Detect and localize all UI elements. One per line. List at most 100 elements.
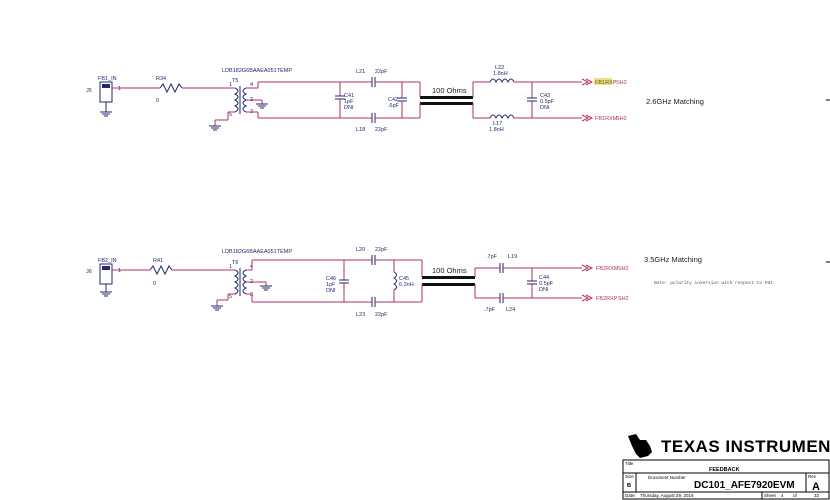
t5-part: LDB182G6BAAEA051TEMP — [222, 68, 292, 74]
l22-val: 1.8nH — [493, 71, 508, 77]
top-section: J5 FB1_IN 1 R34 0 LDB182G6BAAEA051TEMP T… — [86, 65, 704, 133]
size-label: Size — [625, 474, 634, 479]
j6-ref: J6 — [86, 269, 92, 275]
title-label: Title — [625, 461, 634, 466]
date-value: Thursday, August 29, 2019 — [640, 493, 694, 498]
t6-secondary-coil — [242, 269, 248, 295]
fb2-in-name: FB2_IN — [98, 258, 117, 264]
t5-pin4: 4 — [250, 82, 253, 88]
l17-val: 1.8nH — [489, 127, 504, 133]
j5-ref: J5 — [86, 88, 92, 94]
tline-top-bar1 — [420, 96, 473, 99]
l18-ref: L18 — [356, 127, 365, 133]
title-block-frame — [622, 459, 830, 500]
net-fb1rxp: FB1RXP — [595, 80, 617, 86]
c45-ref: C45 — [399, 276, 409, 282]
net-fb2rxm-sheet: SH2 — [618, 266, 629, 272]
t5-ref: T5 — [232, 78, 238, 84]
l19-val: .7pF — [486, 254, 498, 260]
c42-val: .6pF — [388, 103, 400, 109]
j6-connector-pin-fill — [102, 266, 110, 270]
date-label: Date: — [625, 493, 636, 498]
r34-ref: R34 — [156, 76, 166, 82]
sheet-number: 4 — [781, 493, 784, 498]
l20-val: 22pF — [375, 247, 388, 253]
c44-note: DNI — [539, 287, 549, 293]
fb1-in-name: FB1_IN — [98, 76, 117, 82]
t5-secondary-coil — [242, 87, 248, 113]
tline-bottom-bar1 — [422, 276, 475, 279]
section-title-3p5ghz: 3.5GHz Matching — [644, 255, 702, 264]
of-label: of — [793, 493, 798, 498]
company-name: TEXAS INSTRUMENTS — [661, 437, 830, 456]
docnum-value: DC101_AFE7920EVM — [694, 480, 795, 491]
c41-ref: C41 — [344, 93, 354, 99]
net-fb2rxm: FB2RXM — [596, 266, 619, 272]
r41-val: 0 — [153, 281, 156, 287]
r41-ref: R41 — [153, 258, 163, 264]
tline-top-label: 100 Ohms — [432, 86, 467, 95]
t5-pin5: 5 — [229, 112, 232, 118]
l23-val: 22pF — [375, 312, 388, 318]
l22-inductor — [489, 78, 515, 84]
l19-ref: L19 — [508, 254, 517, 260]
c41-note: DNI — [344, 105, 354, 111]
sheet-title: FEEDBACK — [709, 467, 740, 473]
ti-logo-icon — [628, 434, 652, 458]
l21-ref: L21 — [356, 69, 365, 75]
c43-ref: C43 — [540, 93, 550, 99]
l24-val: .7pF — [484, 307, 496, 313]
l21-val: 22pF — [375, 69, 388, 75]
c46-val: 1pF — [326, 282, 336, 288]
rev-value: A — [812, 481, 820, 493]
r34-resistor — [159, 82, 183, 94]
c42-ref: C42 — [388, 97, 398, 103]
polarity-note: Note: polarity inversion with respect to… — [654, 280, 773, 286]
fb1rxp-highlight — [594, 78, 612, 85]
t6-primary-coil — [233, 269, 239, 295]
j5-pin: 1 — [118, 86, 121, 92]
j6-pin: 1 — [118, 268, 121, 274]
l20-ref: L20 — [356, 247, 365, 253]
l23-ref: L23 — [356, 312, 365, 318]
c46-ref: C46 — [326, 276, 336, 282]
t5-primary-coil — [233, 87, 239, 113]
net-fb2rxp: FB2RXP — [596, 296, 618, 302]
t6-pin1: 1 — [229, 264, 232, 270]
sheet-label: Sheet — [764, 493, 777, 498]
c44-val: 0.5pF — [539, 281, 554, 287]
docnum-label: Document Number — [648, 475, 686, 480]
tline-bottom-bar2 — [422, 283, 475, 286]
t6-ref: T6 — [232, 260, 238, 266]
l17-inductor — [489, 114, 515, 120]
net-fb1rxm: FB1RXM — [595, 116, 618, 122]
t6-part: LDB182G6BAAEA051TEMP — [222, 249, 292, 255]
l17-ref: L17 — [493, 121, 502, 127]
c44-ref: C44 — [539, 275, 549, 281]
r34-val: 0 — [156, 98, 159, 104]
c43-note: DNI — [540, 105, 550, 111]
net-fb1rxp-sheet: SH2 — [616, 80, 627, 86]
j5-connector-pin-fill — [102, 84, 110, 88]
size-value: B — [627, 483, 631, 489]
l22-ref: L22 — [495, 65, 504, 71]
net-fb2rxp-sheet: SH2 — [618, 296, 629, 302]
c46-note: DNI — [326, 288, 336, 294]
rev-label: Rev — [808, 474, 817, 479]
c45-inductor — [393, 271, 397, 291]
net-fb1rxm-sheet: SH2 — [616, 116, 627, 122]
l24-ref: L24 — [506, 307, 515, 313]
c43-val: 0.5pF — [540, 99, 555, 105]
tline-top-bar2 — [420, 102, 473, 105]
t6-pin5: 5 — [229, 294, 232, 300]
l18-val: 22pF — [375, 127, 388, 133]
sheet-total: 32 — [814, 493, 820, 498]
t5-pin1: 1 — [229, 82, 232, 88]
tline-bottom-label: 100 Ohms — [432, 266, 467, 275]
c45-val: 6.2nH — [399, 282, 414, 288]
title-block: TEXAS INSTRUMENTS Title FEEDBACK Size B … — [622, 434, 830, 500]
section-title-2p6ghz: 2.6GHz Matching — [646, 97, 704, 106]
r41-resistor — [149, 264, 173, 276]
bottom-section: J6 FB2_IN 1 R41 0 LDB182G6BAAEA051TEMP T… — [86, 247, 773, 318]
